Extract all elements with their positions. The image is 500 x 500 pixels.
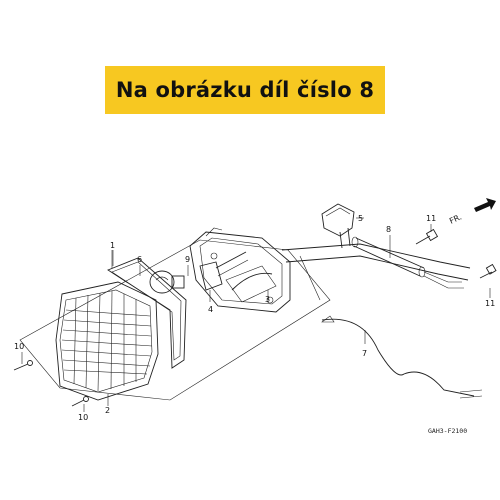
banner-text: Na obrázku díl číslo 8 — [115, 78, 375, 102]
callout-8: 8 — [386, 225, 391, 234]
callout-10-left: 10 — [14, 342, 24, 351]
tail-light-lens — [55, 281, 159, 401]
bulb-socket — [199, 251, 249, 291]
diagram-code: GAH3-F2100 — [428, 427, 467, 435]
clamp — [321, 203, 355, 249]
screw-left — [13, 360, 33, 371]
callout-2: 2 — [105, 406, 110, 415]
leader-lines — [21, 217, 491, 412]
callout-3: 3 — [265, 295, 270, 304]
bulb — [149, 270, 185, 294]
front-direction-label: FR. — [448, 212, 463, 225]
callout-11-upper: 11 — [426, 214, 436, 223]
lens-gasket — [107, 257, 187, 369]
front-direction-indicator: FR. — [448, 198, 496, 226]
part-number-banner: Na obrázku díl číslo 8 — [105, 66, 385, 114]
callout-7: 7 — [362, 349, 367, 358]
screw-bottom — [71, 396, 89, 407]
harness-tube — [351, 236, 464, 289]
callout-labels: 1 2 3 4 5 6 7 8 9 10 10 11 11 — [14, 214, 495, 422]
callout-4: 4 — [208, 305, 213, 314]
callout-5: 5 — [358, 214, 363, 223]
callout-1: 1 — [110, 241, 115, 250]
assembly-outline — [19, 239, 331, 401]
stay-bracket — [281, 243, 471, 301]
callout-6: 6 — [137, 255, 142, 264]
tail-light-base — [189, 227, 291, 313]
callout-10-bottom: 10 — [78, 413, 88, 422]
bolt-right — [479, 263, 497, 279]
callout-11-right: 11 — [485, 299, 495, 308]
lens-grid — [61, 290, 153, 392]
front-arrow-icon — [474, 198, 496, 212]
bolt-upper — [415, 228, 439, 245]
wire-harness — [321, 315, 483, 399]
callout-9: 9 — [185, 255, 190, 264]
